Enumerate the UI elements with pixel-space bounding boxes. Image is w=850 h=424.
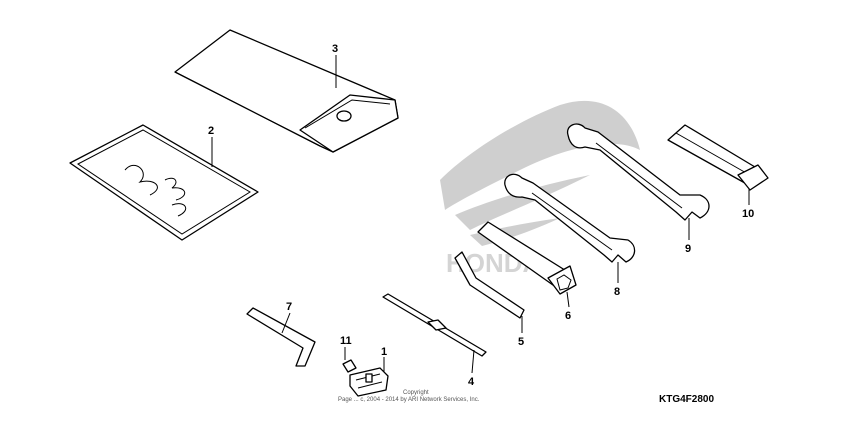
callout-4: 4 bbox=[468, 376, 475, 388]
fuse-puller[interactable] bbox=[349, 367, 389, 397]
callout-3: 3 bbox=[332, 43, 338, 55]
double-end-wrench-large[interactable] bbox=[566, 123, 710, 221]
screwdriver-blade[interactable] bbox=[382, 293, 487, 357]
diagram-code: KTG4F2800 bbox=[659, 394, 714, 405]
callout-1: 1 bbox=[381, 346, 387, 358]
box-spanner[interactable] bbox=[477, 221, 577, 295]
copyright-line-1: Copyright bbox=[403, 390, 429, 396]
fuse[interactable] bbox=[342, 359, 357, 373]
callout-10: 10 bbox=[742, 208, 754, 220]
double-end-wrench-small[interactable] bbox=[504, 173, 636, 263]
callout-11: 11 bbox=[340, 335, 352, 347]
callout-7: 7 bbox=[286, 301, 292, 313]
hex-wrench[interactable] bbox=[246, 307, 316, 367]
callout-9: 9 bbox=[685, 243, 691, 255]
tool-bag[interactable] bbox=[174, 29, 399, 153]
screwdriver[interactable] bbox=[667, 124, 769, 191]
callout-labels: 3 2 7 11 1 4 5 6 8 9 10 bbox=[208, 43, 754, 388]
document-sleeve[interactable] bbox=[69, 124, 259, 241]
leader-lines bbox=[211, 55, 750, 374]
callout-8: 8 bbox=[614, 286, 620, 298]
pin-handle[interactable] bbox=[454, 251, 525, 319]
callout-6: 6 bbox=[565, 310, 571, 322]
copyright-line-2: Page ... c, 2004 - 2014 by ARI Network S… bbox=[338, 397, 480, 403]
callout-5: 5 bbox=[518, 336, 524, 348]
callout-2: 2 bbox=[208, 125, 214, 137]
